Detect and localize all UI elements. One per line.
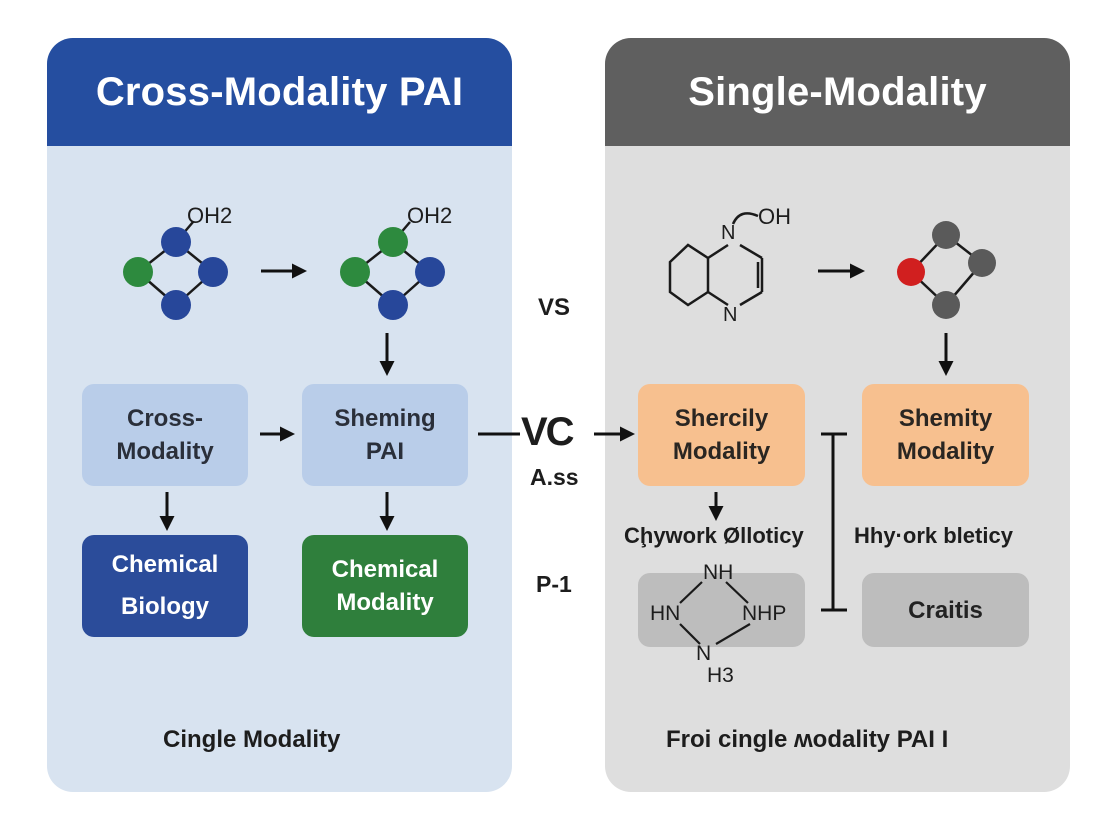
atom-green: [340, 257, 370, 287]
left-molecule-1-oh2-label: OH2: [187, 203, 233, 228]
left-footer: Cingle Modality: [163, 726, 341, 753]
hn-label: HN: [650, 602, 681, 625]
vc-label: VC: [521, 410, 575, 454]
arrows: [159, 263, 954, 531]
atom-gray: [932, 221, 960, 249]
chemical-modality-box: Chemical Modality: [302, 535, 468, 637]
cross-modality-panel-title: Cross-Modality PAI: [47, 38, 512, 146]
ass-label: A.ss: [530, 464, 579, 490]
n-label: N: [696, 642, 712, 665]
sheming-pai-box: Sheming PAI: [302, 384, 468, 486]
atom-green: [123, 257, 153, 287]
atom-gray: [968, 249, 996, 277]
vs-label: VS: [538, 294, 571, 321]
connectors: [478, 432, 847, 612]
atom-blue: [161, 290, 191, 320]
right-molecule-bicyclic: [668, 212, 764, 307]
h3-label: H3: [707, 664, 734, 687]
left-molecule-2-oh2-label: OH2: [407, 203, 453, 228]
single-modality-panel-title: Single-Modality: [605, 38, 1070, 146]
atom-blue: [415, 257, 445, 287]
shemity-modality-box: Shemity Modality: [862, 384, 1029, 486]
oh-label: OH: [758, 204, 791, 229]
left-molecule-1: [123, 221, 228, 320]
atom-blue: [378, 290, 408, 320]
nhp-label: NHP: [742, 602, 787, 625]
atom-blue: [161, 227, 191, 257]
n-top-label: N: [721, 222, 736, 244]
nh-label: NH: [703, 561, 734, 584]
amine-structure-box: [638, 573, 805, 647]
right-caption: Hhy·ork bleticy: [854, 523, 1013, 548]
craitis-box: Craitis: [862, 573, 1029, 647]
atom-gray: [932, 291, 960, 319]
right-molecule-2: [897, 221, 996, 319]
chemical-biology-box: Chemical Biology: [82, 535, 248, 637]
atom-red: [897, 258, 925, 286]
amine-bonds: [679, 581, 751, 645]
p1-label: P-1: [536, 571, 572, 597]
left-caption: Cḩywork Ølloticy: [624, 523, 804, 548]
atom-green: [378, 227, 408, 257]
n-bottom-label: N: [723, 304, 738, 326]
right-footer: Froi cingle ʍodality PAI I: [666, 726, 949, 753]
cross-modality-box: Cross- Modality: [82, 384, 248, 486]
left-molecule-2: [340, 221, 445, 320]
shercily-modality-box: Shercily Modality: [638, 384, 805, 486]
atom-blue: [198, 257, 228, 287]
